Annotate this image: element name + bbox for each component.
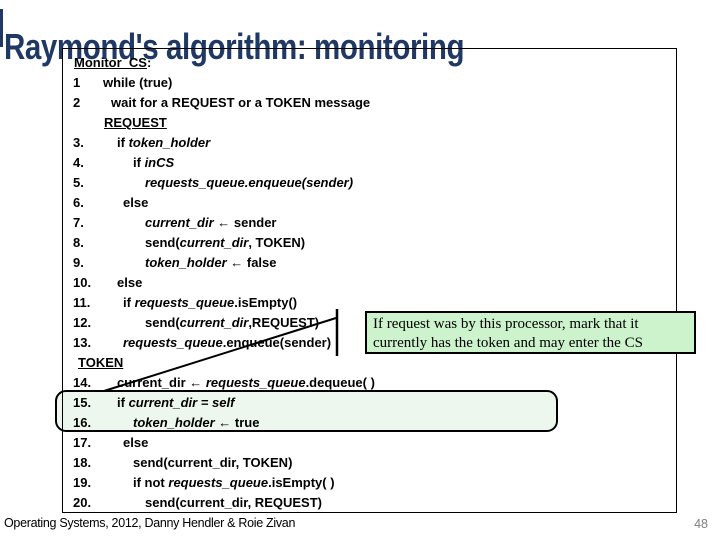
code-line: 5. requests_queue.enqueue(sender) [63,173,676,193]
code-text: Monitor_CS: [74,55,152,70]
line-number: 20. [73,495,92,510]
page-number: 48 [694,517,708,531]
code-line: REQUEST [63,113,676,133]
line-number: 17. [73,435,92,450]
code-line: 11. if requests_queue.isEmpty() [63,293,676,313]
line-number: 10. [73,275,92,290]
line-number: 19. [73,475,92,490]
line-number: 1 [73,75,81,90]
code-text: if inCS [133,155,175,170]
code-text: TOKEN [78,355,124,370]
line-number: 11. [73,295,91,310]
slide-title: Raymond's algorithm: monitoring [4,26,465,68]
code-text: if requests_queue.isEmpty() [123,295,298,310]
code-line: 2 wait for a REQUEST or a TOKEN message [63,93,676,113]
code-line: 4. if inCS [63,153,676,173]
code-line: TOKEN [63,353,676,373]
code-text: requests_queue.enqueue(sender) [145,175,354,190]
code-text: token_holder ← false [145,255,277,270]
line-number: 3. [73,135,84,150]
code-text: send(current_dir,REQUEST) [145,315,320,330]
callout-text: If request was by this processor, mark t… [373,316,643,351]
code-text: else [123,435,149,450]
line-number: 15. [73,395,92,410]
clipped-glyph-fragment [0,9,3,47]
line-number: 9. [73,255,84,270]
code-line: 16. token_holder ← true [63,413,676,433]
code-line: 14. current_dir ← requests_queue.dequeue(… [63,373,676,393]
code-line: 10. else [63,273,676,293]
code-line: 7. current_dir ← sender [63,213,676,233]
code-line: 18. send(current_dir, TOKEN) [63,453,676,473]
code-text: current_dir ← sender [145,215,277,230]
line-number: 8. [73,235,84,250]
line-number: 12. [73,315,92,330]
line-number: 16. [73,415,92,430]
code-line: Monitor_CS: [63,53,676,73]
line-number: 18. [73,455,92,470]
code-text: send(current_dir, REQUEST) [145,495,322,510]
code-text: else [117,275,143,290]
callout-box: If request was by this processor, mark t… [365,311,696,354]
code-line: 1 while (true) [63,73,676,93]
code-text: if current_dir = self [117,395,235,410]
line-number: 7. [73,215,84,230]
code-text: if not requests_queue.isEmpty( ) [133,475,335,490]
code-line: 19. if not requests_queue.isEmpty( ) [63,473,676,493]
code-line: 17. else [63,433,676,453]
code-text: REQUEST [104,115,167,130]
code-text: send(current_dir, TOKEN) [145,235,306,250]
line-number: 5. [73,175,84,190]
line-number: 4. [73,155,84,170]
code-line: 15. if current_dir = self [63,393,676,413]
code-text: current_dir ← requests_queue.dequeue( ) [117,375,375,390]
code-line: 6. else [63,193,676,213]
code-text: else [123,195,149,210]
code-text: while (true) [103,75,173,90]
pseudocode-lines: Monitor_CS: 1 while (true) 2 wait for a REQU… [63,49,676,513]
line-number: 2 [73,95,81,110]
code-text: requests_queue.enqueue(sender) [123,335,332,350]
code-text: if token_holder [117,135,211,150]
code-text: token_holder ← true [133,415,260,430]
code-text: send(current_dir, TOKEN) [133,455,293,470]
code-line: 3. if token_holder [63,133,676,153]
line-number: 14. [73,375,92,390]
code-line: 8. send(current_dir, TOKEN) [63,233,676,253]
code-text: wait for a REQUEST or a TOKEN message [111,95,371,110]
line-number: 6. [73,195,84,210]
code-line: 9. token_holder ← false [63,253,676,273]
footer-credit: Operating Systems, 2012, Danny Hendler &… [4,516,296,530]
line-number: 13. [73,335,92,350]
pseudocode-box: Monitor_CS: 1 while (true) 2 wait for a REQU… [62,48,677,513]
code-line: 20. send(current_dir, REQUEST) [63,493,676,513]
